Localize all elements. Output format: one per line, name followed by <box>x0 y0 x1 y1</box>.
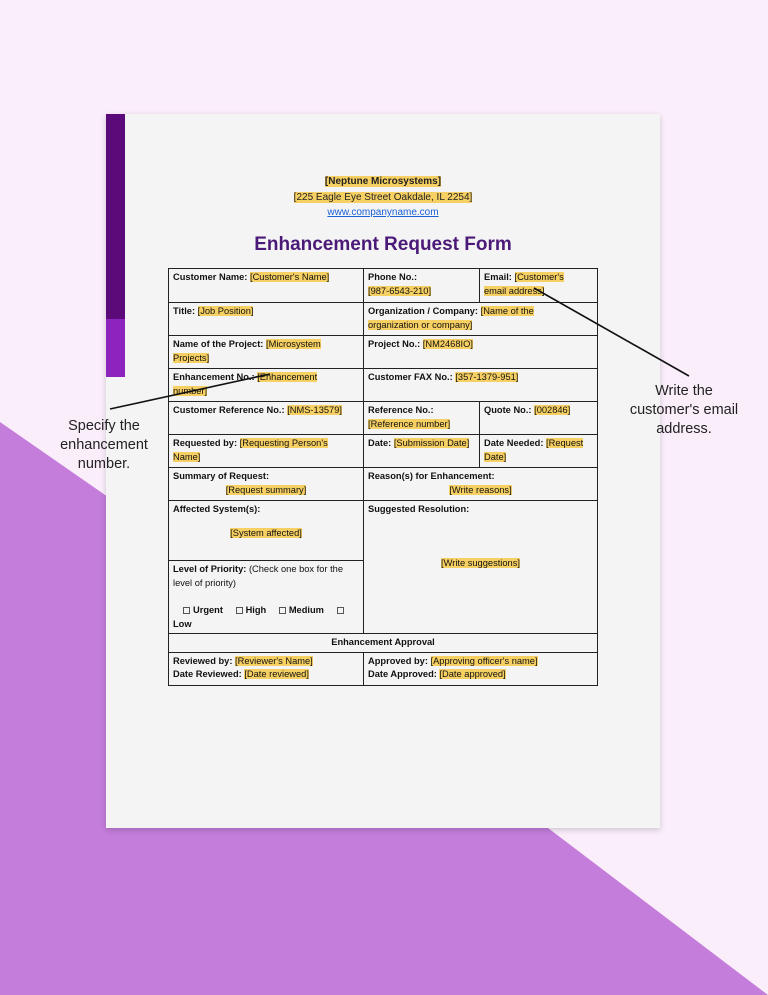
customer-reference-cell[interactable]: Customer Reference No.: [NMS-13579] <box>168 401 364 435</box>
decorative-strip-dark <box>106 114 125 319</box>
reviewed-cell[interactable]: Reviewed by: [Reviewer's Name]Date Revie… <box>168 651 364 686</box>
approved-cell[interactable]: Approved by: [Approving officer's name]D… <box>363 651 598 686</box>
low-checkbox[interactable] <box>336 607 344 615</box>
company-name: [Neptune Microsystems] <box>324 176 442 187</box>
medium-checkbox[interactable] <box>278 607 286 615</box>
affected-systems-cell[interactable]: Affected System(s):[System affected] <box>168 500 364 561</box>
enhancement-callout: Specify the enhancement number. <box>60 418 148 472</box>
priority-cell: Level of Priority: (Check one box for th… <box>168 560 364 634</box>
document-page: [Neptune Microsystems] [225 Eagle Eye St… <box>106 114 660 828</box>
reference-no-cell[interactable]: Reference No.:[Reference number] <box>363 401 480 435</box>
email-callout: Write the customer's email address. <box>629 383 739 437</box>
title-cell[interactable]: Title: [Job Position] <box>168 302 364 336</box>
company-address: [225 Eagle Eye Street Oakdale, IL 2254] <box>293 192 473 203</box>
priority-options: Urgent High Medium Low <box>173 604 359 631</box>
company-website-link[interactable]: www.companyname.com <box>327 207 439 218</box>
customer-fax-cell[interactable]: Customer FAX No.: [357-1379-951] <box>363 368 598 402</box>
enhancement-request-table: Customer Name: [Customer's Name] Phone N… <box>168 268 598 686</box>
decorative-strip-light <box>106 319 125 377</box>
urgent-checkbox[interactable] <box>183 607 190 615</box>
form-title: Enhancement Request Form <box>254 234 512 255</box>
high-checkbox[interactable] <box>235 607 243 615</box>
suggested-resolution-cell[interactable]: Suggested Resolution: [Write suggestions… <box>363 500 598 634</box>
project-no-cell[interactable]: Project No.: [NM2468IO] <box>363 335 598 369</box>
